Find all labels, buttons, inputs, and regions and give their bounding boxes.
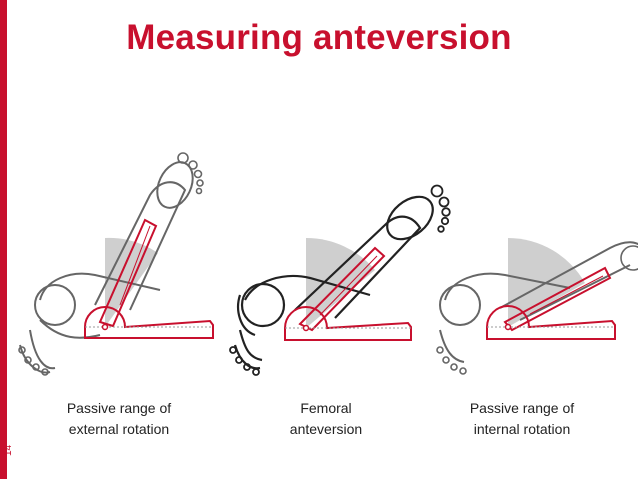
thigh-outline	[244, 274, 371, 301]
tibia-bar	[98, 218, 158, 328]
other-leg-outline	[439, 329, 465, 363]
knee-outline	[439, 284, 481, 326]
toes-outline	[177, 152, 204, 195]
knee-outline	[240, 282, 286, 328]
thigh-outline	[39, 272, 161, 339]
lower-toes-outline	[18, 346, 49, 376]
measuring-table	[284, 306, 412, 341]
toes-outline	[430, 184, 451, 233]
lower-toes-outline	[229, 346, 260, 376]
pivot-point	[504, 323, 512, 331]
page-title: Measuring anteversion	[126, 18, 512, 57]
accent-bar	[0, 0, 7, 479]
caption-line: Passive range of	[66, 400, 172, 416]
lower-leg-outline	[294, 215, 422, 319]
foot-outline	[156, 161, 194, 209]
hip-outline	[237, 294, 256, 337]
lower-leg-outline	[94, 181, 187, 311]
caption-line: external rotation	[68, 421, 170, 437]
panel-internal-rotation	[436, 238, 638, 375]
caption-line: internal rotation	[473, 421, 571, 437]
caption-external-rotation: Passive range of external rotation	[34, 398, 204, 440]
foot-outline	[386, 195, 434, 241]
lower-toes-outline	[436, 346, 467, 375]
pivot-point	[101, 323, 109, 331]
lower-leg-outline	[499, 241, 638, 321]
caption-internal-rotation: Passive range of internal rotation	[437, 398, 607, 440]
panel-femoral-anteversion	[229, 184, 451, 376]
caption-line: Femoral	[300, 400, 352, 416]
caption-line: Passive range of	[469, 400, 575, 416]
panel-external-rotation	[18, 152, 214, 376]
caption-femoral-anteversion: Femoral anteversion	[241, 398, 411, 440]
foot-outline	[620, 245, 638, 271]
pivot-point	[302, 324, 310, 332]
knee-outline	[34, 284, 76, 326]
thigh-outline	[444, 272, 571, 301]
caption-line: anteversion	[289, 421, 363, 437]
